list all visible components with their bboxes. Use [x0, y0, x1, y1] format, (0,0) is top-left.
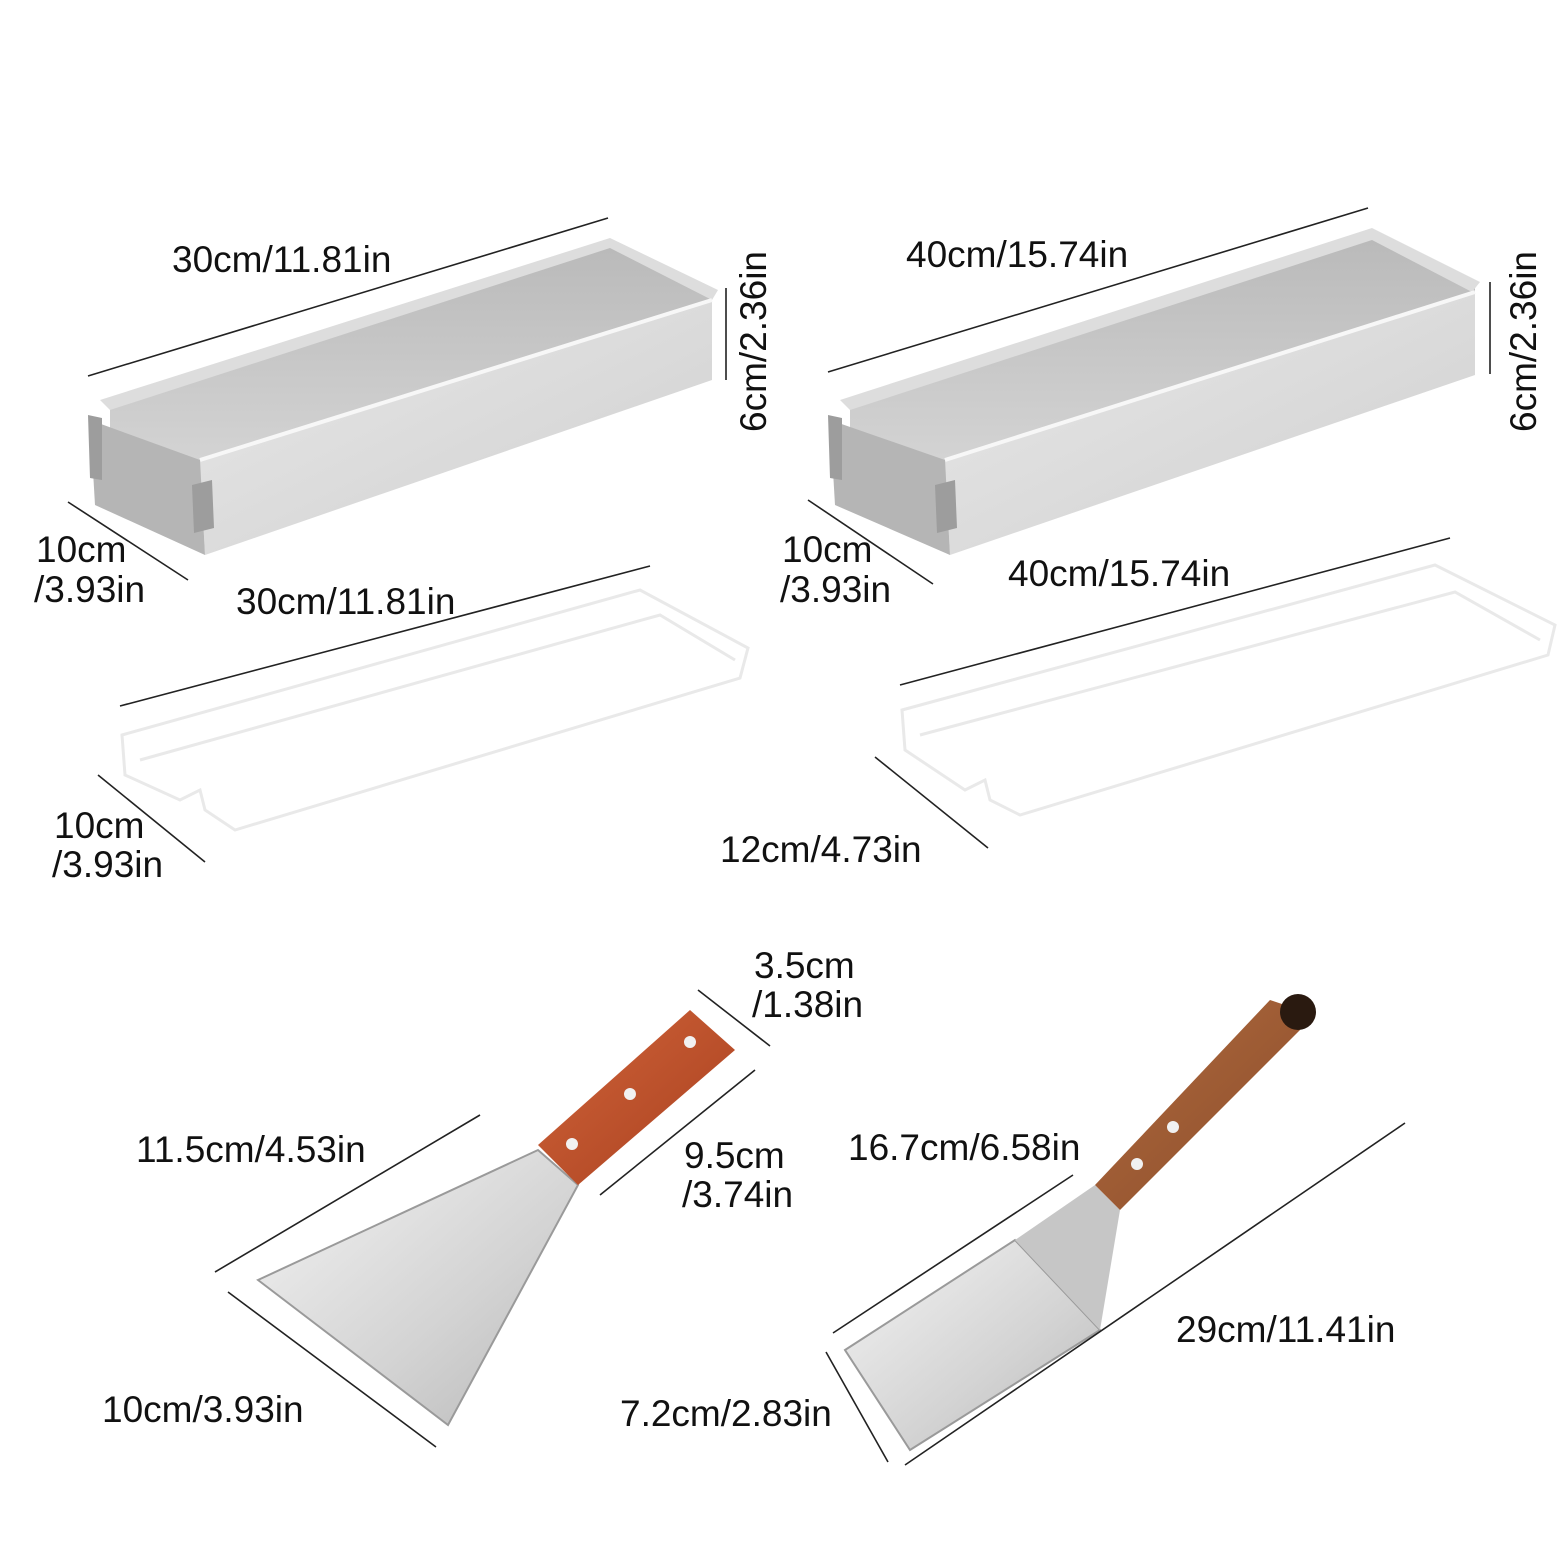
dim-line-pan-large-width	[807, 499, 934, 585]
label-insert-large-width: 12cm/4.73in	[720, 829, 922, 870]
scraper	[256, 1010, 735, 1427]
label-insert-large-length: 40cm/15.74in	[1008, 553, 1230, 594]
label-turner-blade-length: 16.7cm/6.58in	[848, 1127, 1080, 1168]
pan-large-rim-edge	[944, 290, 1476, 462]
scraper-rivet	[684, 1036, 696, 1048]
label-scraper-handle-length-1: 9.5cm	[684, 1135, 785, 1176]
scraper-rivet	[624, 1088, 636, 1100]
turner-neck	[1015, 1185, 1120, 1330]
pan-small-rim-edge	[199, 298, 713, 462]
label-pan-small-length: 30cm/11.81in	[172, 239, 391, 280]
dim-line-turner-total-length	[904, 1122, 1406, 1466]
label-pan-small-width-1: 10cm	[36, 529, 126, 570]
turner	[843, 994, 1316, 1452]
turner-handle	[1095, 1000, 1315, 1210]
label-pan-small-height: 6cm/2.36in	[733, 251, 774, 432]
scraper-handle	[538, 1010, 735, 1185]
dim-line-turner-blade-length	[832, 1174, 1074, 1334]
label-turner-total-length: 29cm/11.41in	[1176, 1309, 1395, 1350]
dim-line-scraper-blade-length	[214, 1114, 481, 1273]
label-insert-small-length: 30cm/11.81in	[236, 581, 455, 622]
label-scraper-handle-width-1: 3.5cm	[754, 945, 855, 986]
dim-line-scraper-handle-length	[599, 1069, 756, 1196]
pan-large-inner-wall	[850, 232, 1475, 500]
label-pan-large-width-2: /3.93in	[780, 569, 891, 610]
insert-small	[120, 588, 750, 832]
pan-small-clip-left	[88, 415, 102, 480]
turner-rivet	[1131, 1158, 1143, 1170]
dim-line-pan-small-length	[87, 217, 609, 377]
pan-small-end-wall	[90, 420, 205, 555]
label-scraper-blade-length: 11.5cm/4.53in	[136, 1129, 366, 1170]
dim-line-pan-small-width	[67, 501, 189, 581]
pan-large-clip-left	[828, 415, 842, 480]
insert-small-outline	[120, 588, 750, 832]
insert-small-groove	[139, 613, 736, 762]
label-scraper-handle-width-2: /1.38in	[752, 984, 863, 1025]
label-scraper-handle-length-2: /3.74in	[682, 1174, 793, 1215]
turner-handle-end	[1280, 994, 1316, 1030]
dim-line-scraper-handle-width	[697, 989, 771, 1047]
scraper-rivet	[566, 1138, 578, 1150]
dim-line-scraper-blade-width	[227, 1291, 437, 1448]
dimension-labels: 30cm/11.81in 6cm/2.36in 10cm /3.93in 40c…	[34, 234, 1544, 1434]
dim-line-insert-small-length	[119, 565, 651, 707]
dim-line-turner-blade-width	[825, 1351, 889, 1463]
pan-large-clip-right	[935, 480, 957, 533]
label-pan-large-width-1: 10cm	[782, 529, 872, 570]
label-pan-small-width-2: /3.93in	[34, 569, 145, 610]
pan-small-inner-wall	[110, 240, 712, 500]
dimension-lines	[67, 207, 1491, 1466]
pan-small-front-wall	[200, 300, 712, 555]
pan-small	[88, 238, 718, 555]
insert-large	[900, 563, 1557, 817]
pan-large	[828, 228, 1480, 555]
pan-small-clip-right	[192, 480, 214, 533]
turner-rivet	[1167, 1121, 1179, 1133]
pan-large-end-wall	[830, 420, 950, 555]
scraper-blade	[256, 1148, 580, 1427]
pan-small-back-rim	[100, 238, 718, 410]
label-insert-small-width-2: /3.93in	[52, 844, 163, 885]
dim-line-pan-large-length	[827, 207, 1369, 373]
insert-large-groove	[919, 590, 1541, 737]
pan-large-back-rim	[840, 228, 1480, 410]
label-pan-large-height: 6cm/2.36in	[1503, 251, 1544, 432]
dim-line-insert-small-width	[97, 774, 206, 863]
label-turner-blade-width: 7.2cm/2.83in	[620, 1393, 832, 1434]
label-scraper-blade-width: 10cm/3.93in	[102, 1389, 304, 1430]
label-insert-small-width-1: 10cm	[54, 805, 144, 846]
dim-line-insert-large-width	[874, 756, 989, 849]
label-pan-large-length: 40cm/15.74in	[906, 234, 1128, 275]
dim-line-insert-large-length	[899, 537, 1451, 686]
insert-large-outline	[900, 563, 1557, 817]
pan-large-front-wall	[945, 292, 1475, 555]
